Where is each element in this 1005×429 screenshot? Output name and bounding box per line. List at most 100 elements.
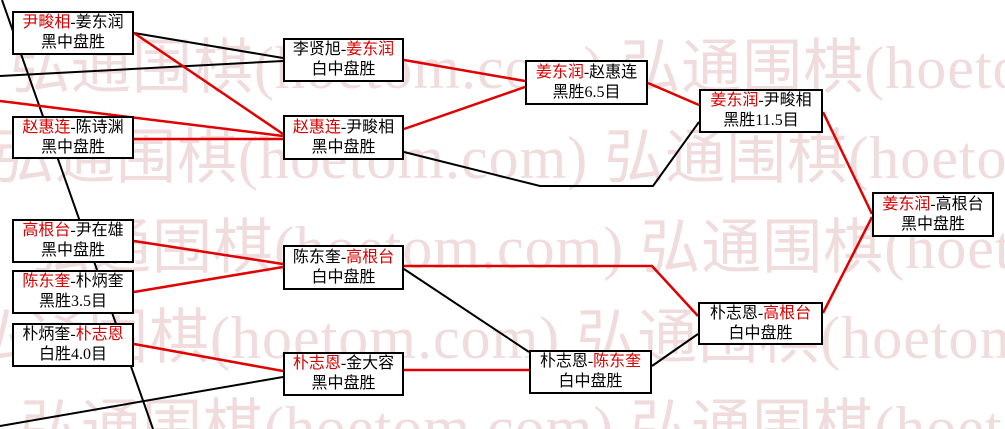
watermark-text: 弘通围棋(hoetom.com) 弘通围棋(hoetom.com) 弘通围棋(h… <box>10 35 1005 101</box>
connector-line-black <box>0 60 284 77</box>
player-name: 陈东奎 <box>292 248 341 266</box>
match-box-5: 朴炳奎-朴志恩白胜4.0目 <box>12 323 134 367</box>
connector-line-red <box>821 216 874 314</box>
connector-line-black <box>0 376 284 427</box>
connector-line-red <box>821 111 874 215</box>
players-separator: - <box>930 195 936 213</box>
match-players: 赵惠连-陈诗渊 <box>22 118 123 138</box>
connector-line-red <box>403 85 526 131</box>
watermark-text: 弘通围棋(hoetom.com) 弘通围棋(hoetom.com) 弘通围棋(h… <box>30 215 1005 281</box>
connector-line-red <box>133 265 284 294</box>
player-name: 姜东润 <box>710 92 759 109</box>
match-box-14: 姜东润-高根台黑中盘胜 <box>872 192 994 237</box>
match-box-10: 姜东润-赵惠连黑胜6.5目 <box>525 60 648 105</box>
player-name: 尹畯相 <box>22 14 71 31</box>
match-result: 黑胜11.5目 <box>723 112 799 129</box>
match-box-9: 朴志恩-金大容黑中盘胜 <box>283 352 404 396</box>
player-name: 赵惠连 <box>22 118 71 136</box>
match-result: 白胜4.0目 <box>38 346 107 363</box>
players-separator: - <box>70 273 76 290</box>
match-result: 白中盘胜 <box>728 324 793 342</box>
connector-line-red <box>133 342 284 373</box>
match-result: 黑中盘胜 <box>311 138 376 156</box>
watermark-text: 弘通围棋(hoetom.com) 弘通围棋(hoetom.com) 弘通围棋(h… <box>0 125 1005 191</box>
players-separator: - <box>70 326 76 343</box>
player-name: 朴志恩 <box>539 353 588 370</box>
match-result: 黑中盘胜 <box>40 242 105 259</box>
players-separator: - <box>70 14 76 31</box>
match-result: 黑胜3.5目 <box>38 293 107 310</box>
match-result: 白中盘胜 <box>558 373 623 390</box>
player-name: 高根台 <box>22 222 71 239</box>
players-separator: - <box>70 222 76 239</box>
player-name: 姜东润 <box>346 41 395 58</box>
player-name: 陈诗渊 <box>75 118 124 136</box>
player-name: 姜东润 <box>882 195 931 213</box>
player-name: 尹在雄 <box>75 222 124 239</box>
match-result: 黑中盘胜 <box>311 375 376 392</box>
match-players: 陈东奎-朴炳奎 <box>22 272 123 292</box>
match-box-11: 朴志恩-陈东奎白中盘胜 <box>529 350 652 394</box>
player-name: 高根台 <box>935 195 984 213</box>
match-players: 陈东奎-高根台 <box>293 248 394 268</box>
match-players: 朴炳奎-朴志恩 <box>22 325 123 345</box>
match-players: 姜东润-高根台 <box>882 195 983 215</box>
player-name: 朴志恩 <box>75 326 124 343</box>
connector-line-black <box>403 121 700 187</box>
player-name: 陈东奎 <box>22 273 71 290</box>
match-players: 朴志恩-高根台 <box>710 304 811 324</box>
connector-line-red <box>0 99 284 138</box>
match-box-1: 尹畯相-姜东润黑中盘胜 <box>12 11 134 55</box>
match-result: 黑中盘胜 <box>40 138 105 156</box>
match-players: 朴志恩-陈东奎 <box>540 352 641 372</box>
players-separator: - <box>340 248 347 266</box>
players-separator: - <box>340 355 347 372</box>
player-name: 朴炳奎 <box>75 273 124 290</box>
players-separator: - <box>757 304 764 322</box>
connector-line-red <box>133 31 284 136</box>
player-name: 尹畯相 <box>346 118 395 136</box>
player-name: 金大容 <box>346 355 395 372</box>
match-box-4: 陈东奎-朴炳奎黑胜3.5目 <box>12 270 134 314</box>
match-box-2: 赵惠连-陈诗渊黑中盘胜 <box>12 116 134 159</box>
connector-line-red <box>133 239 284 266</box>
match-box-7: 赵惠连-尹畯相黑中盘胜 <box>283 115 404 160</box>
players-separator: - <box>587 353 594 370</box>
match-players: 李贤旭-姜东润 <box>293 40 394 60</box>
players-separator: - <box>583 63 590 81</box>
connector-line-black <box>133 32 284 59</box>
connector-line-red <box>403 58 526 83</box>
player-name: 朴志恩 <box>709 304 758 322</box>
match-box-6: 李贤旭-姜东润白中盘胜 <box>283 38 404 82</box>
match-box-3: 高根台-尹在雄黑中盘胜 <box>12 219 134 263</box>
connector-line-black <box>403 268 530 353</box>
watermark-text: 弘通围棋(hoetom.com) 弘通围棋(hoetom.com) 弘通围棋(h… <box>0 305 1005 371</box>
players-separator: - <box>340 41 347 58</box>
player-name: 高根台 <box>763 304 812 322</box>
match-result: 黑中盘胜 <box>900 215 965 233</box>
player-name: 高根台 <box>346 248 395 266</box>
connector-line-black <box>651 333 699 367</box>
player-name: 赵惠连 <box>589 63 638 81</box>
player-name: 朴炳奎 <box>22 326 71 343</box>
player-name: 赵惠连 <box>292 118 341 136</box>
connector-line-red <box>647 81 700 107</box>
player-name: 朴志恩 <box>292 355 341 372</box>
connector-line-red <box>404 264 699 317</box>
match-box-12: 姜东润-尹畯相黑胜11.5目 <box>699 89 823 133</box>
player-name: 尹畯相 <box>763 92 812 109</box>
player-name: 李贤旭 <box>292 41 341 58</box>
player-name: 陈东奎 <box>593 353 642 370</box>
watermark-text: 弘通围棋(hoetom.com) 弘通围棋(hoetom.com) 弘通围棋(h… <box>20 395 1005 429</box>
match-players: 尹畯相-姜东润 <box>22 13 123 33</box>
match-players: 姜东润-尹畯相 <box>710 91 811 111</box>
players-separator: - <box>758 92 764 109</box>
match-box-13: 朴志恩-高根台白中盘胜 <box>698 302 823 345</box>
match-result: 白中盘胜 <box>311 268 376 286</box>
players-separator: - <box>340 118 347 136</box>
match-players: 姜东润-赵惠连 <box>536 63 637 83</box>
match-result: 黑中盘胜 <box>40 34 105 51</box>
match-players: 朴志恩-金大容 <box>293 354 394 374</box>
